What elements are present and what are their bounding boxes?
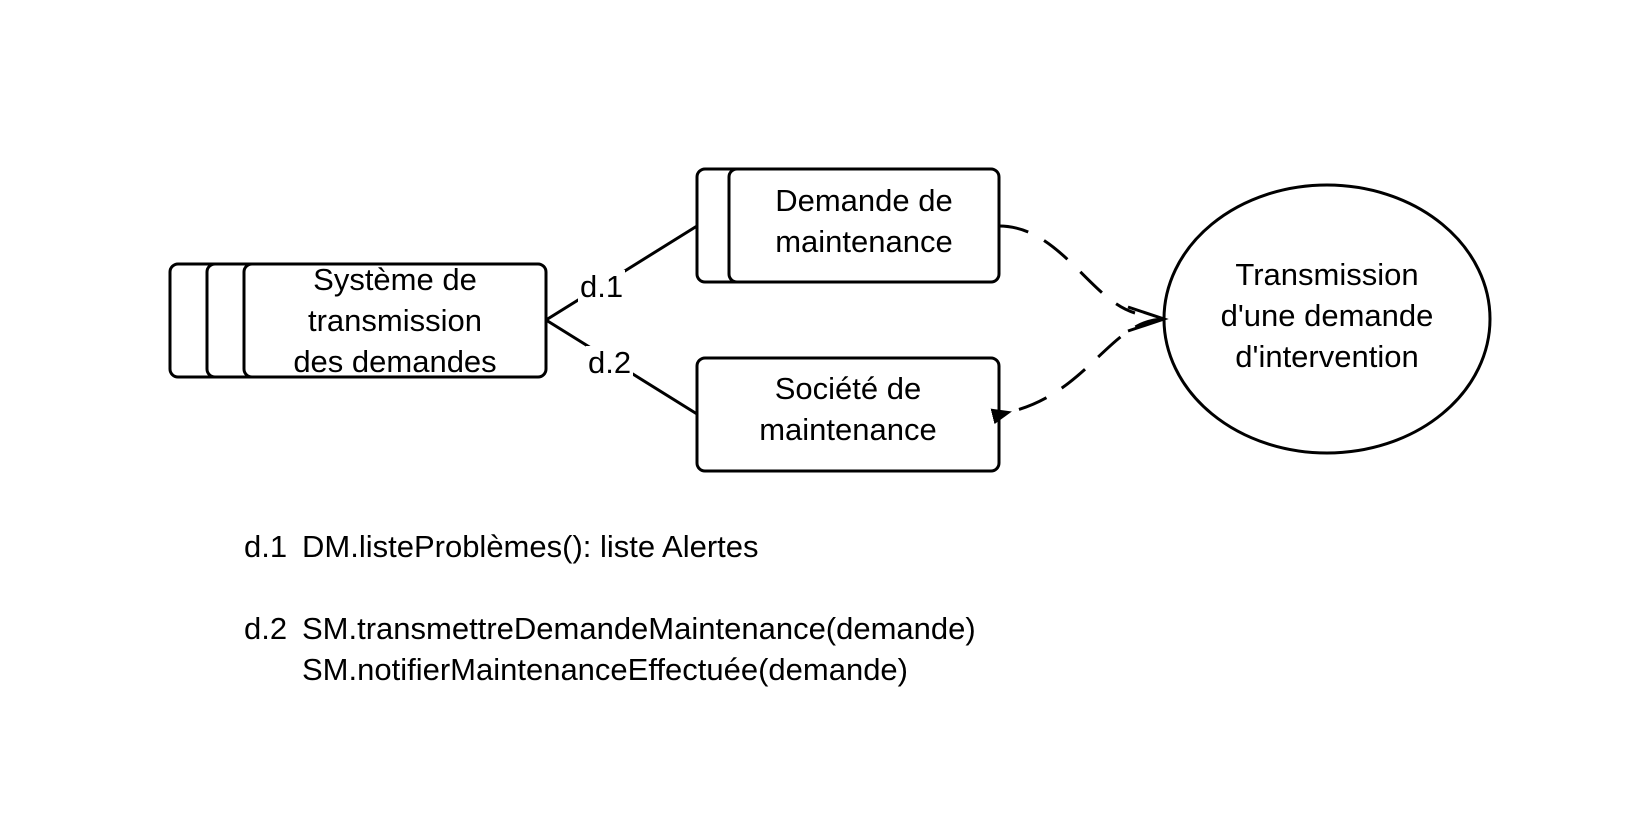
societe-label: Société de maintenance xyxy=(759,371,937,447)
legend-row-d2: d.2 SM.transmettreDemandeMaintenance(dem… xyxy=(244,608,976,690)
transmission-label: Transmission d'une demande d'interventio… xyxy=(1220,257,1434,374)
edge-label-d2: d.2 xyxy=(586,345,634,380)
system-label: Système de transmission des demandes xyxy=(293,262,497,379)
legend-row-d1: d.1 DM.listeProblèmes(): liste Alertes xyxy=(244,526,976,567)
system-object-stack[interactable] xyxy=(168,262,548,379)
message-legend: d.1 DM.listeProblèmes(): liste Alertes d… xyxy=(244,526,976,690)
legend-id: d.1 xyxy=(244,529,288,564)
demande-object-stack[interactable] xyxy=(695,167,1001,284)
open-arrow-head xyxy=(1127,305,1169,333)
demande-label: Demande de maintenance xyxy=(775,183,953,259)
legend-id: d.2 xyxy=(244,611,288,646)
dependency-from-demande xyxy=(998,224,1136,315)
edge-label-d1: d.1 xyxy=(578,269,626,304)
dependency-to-societe xyxy=(990,317,1165,425)
legend-message: SM.notifierMaintenanceEffectuée(demande) xyxy=(302,652,908,687)
legend-message: SM.transmettreDemandeMaintenance(demande… xyxy=(302,611,976,646)
legend-message: DM.listeProblèmes(): liste Alertes xyxy=(302,529,759,564)
